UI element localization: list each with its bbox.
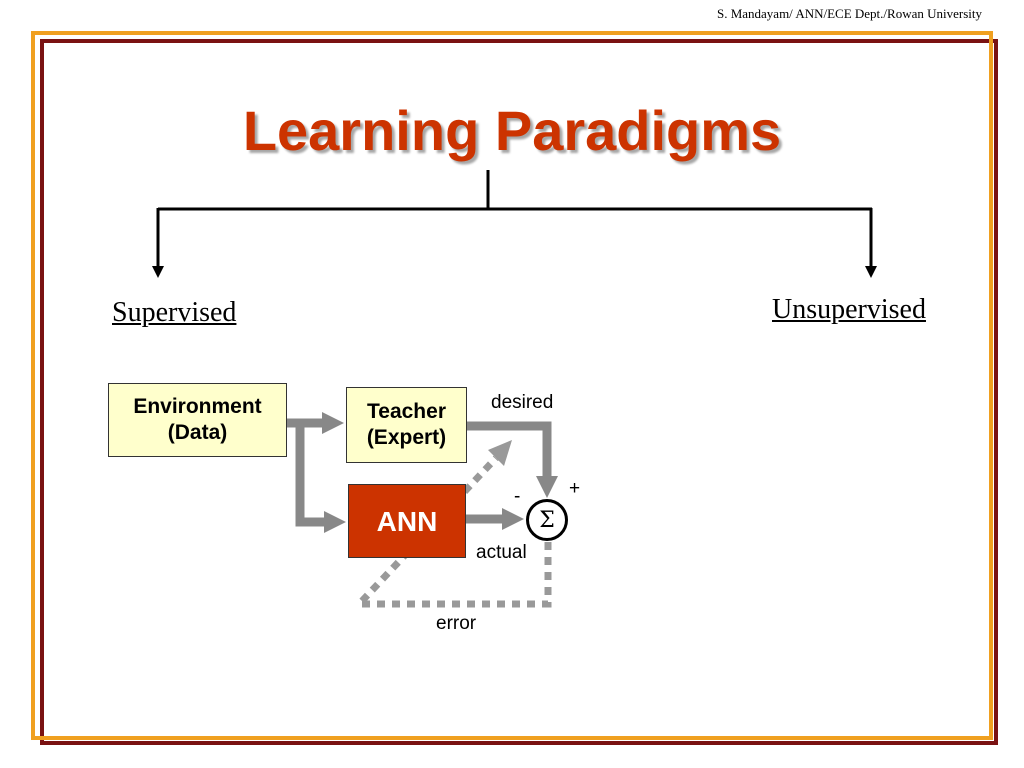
- error-learning-arrowhead: [488, 440, 512, 466]
- branch-supervised: Supervised: [112, 297, 237, 328]
- minus-sign: -: [514, 486, 521, 507]
- plus-sign: +: [569, 478, 581, 499]
- teacher-sublabel: (Expert): [366, 426, 447, 449]
- tree-right-arrowhead: [865, 266, 877, 278]
- environment-label: Environment: [133, 394, 262, 418]
- actual-arrowhead: [502, 508, 524, 530]
- env-to-ann-arrow: [295, 423, 324, 527]
- desired-arrowhead: [536, 476, 558, 498]
- teacher-box: Teacher (Expert): [346, 387, 467, 463]
- slide-title: Learning Paradigms: [242, 99, 782, 162]
- error-feedback-path: [362, 542, 552, 608]
- teacher-arrowhead: [322, 412, 344, 434]
- slide-frame-outer: [40, 39, 998, 745]
- ann-box: ANN: [348, 484, 466, 558]
- teacher-label: Teacher: [367, 399, 446, 423]
- ann-label: ANN: [376, 505, 438, 537]
- error-label: error: [436, 613, 477, 634]
- branch-unsupervised: Unsupervised: [772, 294, 926, 325]
- desired-label: desired: [491, 392, 554, 413]
- environment-box: Environment (Data): [108, 383, 287, 457]
- slide-credit: S. Mandayam/ ANN/ECE Dept./Rowan Univers…: [716, 6, 982, 21]
- slide-frame-inner: [31, 31, 993, 740]
- summing-junction: Σ: [526, 499, 568, 541]
- teacher-to-sum-arrow: [467, 421, 552, 478]
- tree-left-arrowhead: [152, 266, 164, 278]
- environment-sublabel: (Data): [167, 421, 228, 444]
- ann-input-arrowhead: [324, 511, 346, 533]
- sigma-symbol: Σ: [539, 507, 555, 533]
- actual-label: actual: [476, 542, 527, 563]
